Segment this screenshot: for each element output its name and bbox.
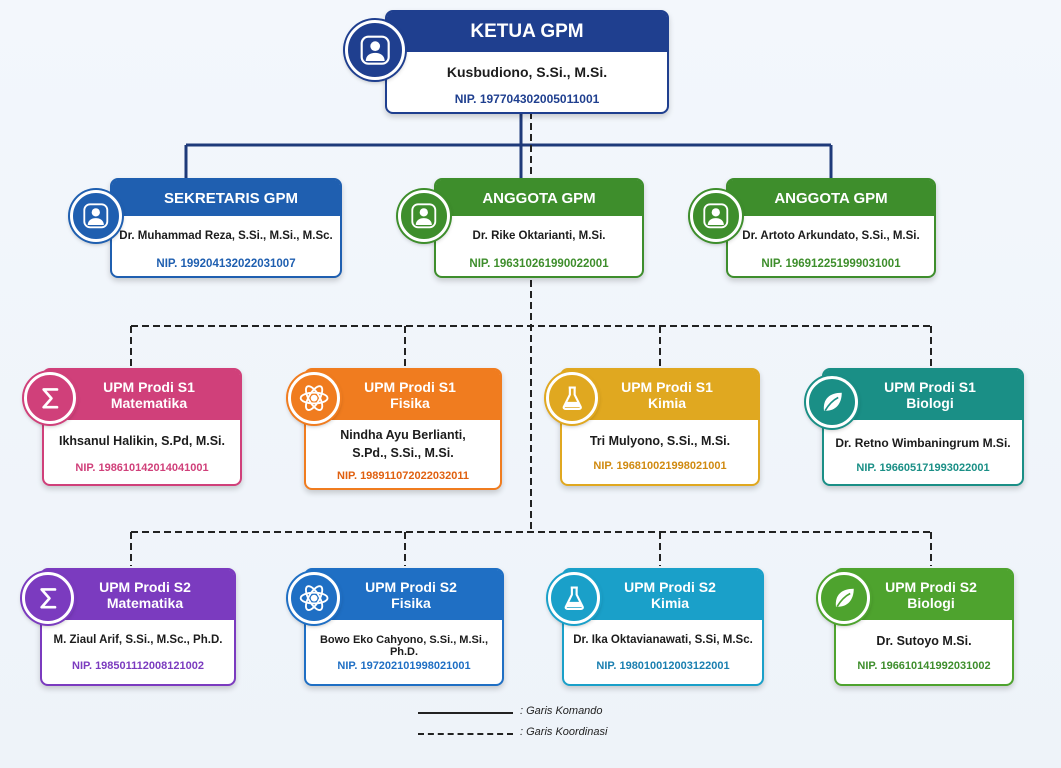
person-icon xyxy=(398,190,450,242)
node-sekretaris-name: Dr. Muhammad Reza, S.Si., M.Si., M.Sc. xyxy=(119,230,333,242)
node-upm-s1-fisika-title: UPM Prodi S1 xyxy=(364,379,456,395)
node-sekretaris: SEKRETARIS GPM Dr. Muhammad Reza, S.Si.,… xyxy=(110,178,342,278)
node-upm-s2-fisika-subtitle: Fisika xyxy=(391,595,431,611)
node-upm-s1-matematika-nip: NIP. 198610142014041001 xyxy=(75,462,209,474)
node-upm-s1-matematika: UPM Prodi S1 Matematika Ikhsanul Halikin… xyxy=(42,368,242,486)
legend-coordination-label: : Garis Koordinasi xyxy=(520,726,608,738)
node-upm-s2-fisika-nip: NIP. 197202101998021001 xyxy=(337,660,471,672)
node-upm-s2-matematika-subtitle: Matematika xyxy=(106,595,184,611)
node-upm-s2-matematika-name: M. Ziaul Arif, S.Si., M.Sc., Ph.D. xyxy=(53,634,223,646)
node-anggota-2-title: ANGGOTA GPM xyxy=(774,189,888,207)
node-sekretaris-title: SEKRETARIS GPM xyxy=(164,189,298,207)
node-upm-s1-kimia: UPM Prodi S1 Kimia Tri Mulyono, S.Si., M… xyxy=(560,368,760,486)
node-ketua: KETUA GPM Kusbudiono, S.Si., M.Si. NIP. … xyxy=(385,10,669,114)
node-anggota-1-header: ANGGOTA GPM xyxy=(436,180,642,216)
node-ketua-nip: NIP. 197704302005011001 xyxy=(454,92,600,106)
node-upm-s1-matematika-subtitle: Matematika xyxy=(110,395,188,411)
node-anggota-1-nip: NIP. 196310261990022001 xyxy=(469,258,609,270)
node-anggota-2-nip: NIP. 196912251999031001 xyxy=(761,258,901,270)
node-anggota-1-title: ANGGOTA GPM xyxy=(482,189,596,207)
node-upm-s1-biologi-name: Dr. Retno Wimbaningrum M.Si. xyxy=(835,436,1011,450)
atom-icon xyxy=(288,372,340,424)
node-ketua-header: KETUA GPM xyxy=(387,12,667,52)
node-upm-s1-matematika-title: UPM Prodi S1 xyxy=(103,379,195,395)
node-upm-s2-matematika-nip: NIP. 198501112008121002 xyxy=(72,660,204,672)
sigma-icon xyxy=(22,572,74,624)
node-upm-s1-kimia-nip: NIP. 196810021998021001 xyxy=(593,460,727,472)
node-upm-s1-fisika-subtitle: Fisika xyxy=(390,395,430,411)
node-upm-s1-fisika-name: Nindha Ayu Berlianti, xyxy=(340,428,466,442)
node-upm-s1-biologi-title: UPM Prodi S1 xyxy=(884,379,976,395)
legend-command-line xyxy=(418,712,513,714)
person-icon xyxy=(70,190,122,242)
node-upm-s1-biologi-nip: NIP. 196605171993022001 xyxy=(856,462,990,474)
node-upm-s2-matematika-title: UPM Prodi S2 xyxy=(99,579,191,595)
legend-command-label: : Garis Komando xyxy=(520,705,603,717)
legend-coordination-line xyxy=(418,733,513,735)
atom-icon xyxy=(288,572,340,624)
node-anggota-1: ANGGOTA GPM Dr. Rike Oktarianti, M.Si. N… xyxy=(434,178,644,278)
node-upm-s2-fisika-title: UPM Prodi S2 xyxy=(365,579,457,595)
node-upm-s2-biologi-title: UPM Prodi S2 xyxy=(885,579,977,595)
leaf-icon xyxy=(818,572,870,624)
node-upm-s2-kimia-name: Dr. Ika Oktavianawati, S.Si, M.Sc. xyxy=(573,634,753,646)
node-upm-s1-fisika-name-line2: S.Pd., S.Si., M.Si. xyxy=(352,446,454,460)
node-upm-s1-fisika-nip: NIP. 198911072022032011 xyxy=(337,470,469,482)
person-icon xyxy=(690,190,742,242)
sigma-icon xyxy=(24,372,76,424)
node-ketua-title: KETUA GPM xyxy=(470,21,584,42)
node-upm-s2-kimia-subtitle: Kimia xyxy=(650,595,690,611)
person-icon xyxy=(345,20,405,80)
node-upm-s1-matematika-name: Ikhsanul Halikin, S.Pd, M.Si. xyxy=(58,434,225,448)
node-upm-s2-biologi-nip: NIP. 196610141992031002 xyxy=(857,660,991,672)
node-anggota-2: ANGGOTA GPM Dr. Artoto Arkundato, S.Si.,… xyxy=(726,178,936,278)
flask-icon xyxy=(548,572,600,624)
node-anggota-2-header: ANGGOTA GPM xyxy=(728,180,934,216)
node-sekretaris-header: SEKRETARIS GPM xyxy=(112,180,340,216)
node-upm-s1-kimia-subtitle: Kimia xyxy=(647,395,687,411)
node-upm-s2-biologi: UPM Prodi S2 Biologi Dr. Sutoyo M.Si. NI… xyxy=(834,568,1014,686)
node-upm-s1-kimia-name: Tri Mulyono, S.Si., M.Si. xyxy=(589,434,731,448)
node-anggota-2-name: Dr. Artoto Arkundato, S.Si., M.Si. xyxy=(742,230,920,242)
node-anggota-1-name: Dr. Rike Oktarianti, M.Si. xyxy=(472,230,606,242)
node-upm-s2-biologi-subtitle: Biologi xyxy=(907,595,955,611)
node-upm-s2-kimia-title: UPM Prodi S2 xyxy=(624,579,716,595)
node-upm-s2-biologi-name: Dr. Sutoyo M.Si. xyxy=(876,634,972,648)
node-upm-s2-matematika-header: UPM Prodi S2 Matematika xyxy=(42,570,234,620)
flask-icon xyxy=(546,372,598,424)
node-sekretaris-nip: NIP. 199204132022031007 xyxy=(156,258,296,270)
node-upm-s1-kimia-title: UPM Prodi S1 xyxy=(621,379,713,395)
node-upm-s2-kimia-nip: NIP. 198010012003122001 xyxy=(596,660,730,672)
node-upm-s1-matematika-header: UPM Prodi S1 Matematika xyxy=(44,370,240,420)
node-upm-s1-biologi-subtitle: Biologi xyxy=(906,395,954,411)
node-upm-s2-matematika: UPM Prodi S2 Matematika M. Ziaul Arif, S… xyxy=(40,568,236,686)
node-upm-s2-fisika-name: Bowo Eko Cahyono, S.Si., M.Si., Ph.D. xyxy=(319,634,489,658)
leaf-icon xyxy=(806,376,858,428)
node-ketua-name: Kusbudiono, S.Si., M.Si. xyxy=(446,64,608,80)
